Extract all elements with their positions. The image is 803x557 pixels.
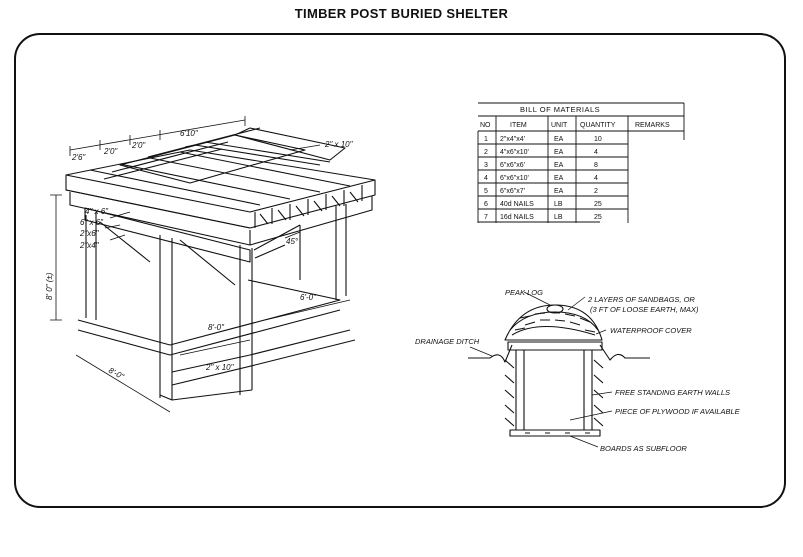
bom-cell-item: 6"x6"x7' [500, 188, 525, 195]
bom-cell-quantity: 25 [594, 201, 602, 208]
bom-row: 2 4"x6"x10' EA 4 [484, 149, 598, 156]
label-subfloor: BOARDS AS SUBFLOOR [600, 444, 687, 453]
drawing-frame [14, 33, 786, 508]
dim-spacing-b: 2'0" [103, 147, 118, 156]
label-plate-b: 2"x4" [79, 241, 100, 250]
bom-cell-item: 16d NAILS [500, 214, 534, 221]
label-post-size: 6" x 6" [80, 218, 104, 227]
label-angle: 45° [286, 237, 299, 246]
bom-cell-unit: EA [554, 175, 564, 182]
bom-cell-unit: LB [554, 214, 563, 221]
bom-row: 6 40d NAILS LB 25 [484, 201, 602, 208]
isometric-frame-drawing [50, 116, 376, 413]
bom-cell-item: 6"x6"x6' [500, 162, 525, 169]
dim-width-a: 6'-0" [300, 293, 317, 302]
bom-cell-no: 1 [484, 136, 488, 143]
dim-spacing-a: 2'6" [71, 153, 86, 162]
bom-cell-quantity: 4 [594, 149, 598, 156]
bom-header-row: NO ITEM UNIT QUANTITY REMARKS [480, 122, 670, 129]
dim-bottom: 2" x 10" [205, 363, 235, 372]
bom-cell-unit: LB [554, 201, 563, 208]
dim-width-b: 8'-0" [208, 323, 225, 332]
bom-col-quantity: QUANTITY [580, 122, 616, 129]
bom-cell-unit: EA [554, 188, 564, 195]
label-sandbags-2: (3 FT OF LOOSE EARTH, MAX) [590, 305, 699, 314]
dim-spacing-c: 2'0" [131, 141, 146, 150]
bom-heading: BILL OF MATERIALS [520, 105, 600, 114]
label-sandbags-1: 2 LAYERS OF SANDBAGS, OR [587, 295, 695, 304]
bom-cell-item: 2"x4"x4' [500, 136, 525, 143]
bom-table-grid [477, 102, 685, 223]
label-waterproof-cover: WATERPROOF COVER [610, 326, 692, 335]
bom-row: 1 2"x4"x4' EA 10 [484, 136, 602, 143]
bom-cell-quantity: 4 [594, 175, 598, 182]
bom-cell-item: 40d NAILS [500, 201, 534, 208]
bom-cell-unit: EA [554, 149, 564, 156]
bom-cell-no: 7 [484, 214, 488, 221]
bom-cell-unit: EA [554, 136, 564, 143]
bom-cell-unit: EA [554, 162, 564, 169]
bom-cell-quantity: 8 [594, 162, 598, 169]
label-drainage-ditch: DRAINAGE DITCH [415, 337, 480, 346]
bom-cell-no: 6 [484, 201, 488, 208]
dim-top-length: 6'10" [180, 129, 199, 138]
bom-cell-item: 4"x6"x10' [500, 149, 529, 156]
bom-row: 7 16d NAILS LB 25 [484, 214, 602, 221]
label-beam: 4" x 6" [85, 207, 109, 216]
cross-section-drawing [468, 291, 650, 448]
bom-cell-no: 3 [484, 162, 488, 169]
bom-cell-no: 5 [484, 188, 488, 195]
dim-height: 8' 0" (±) [45, 272, 54, 300]
label-peak-log: PEAK LOG [505, 288, 543, 297]
label-plywood: PIECE OF PLYWOOD IF AVAILABLE [615, 407, 741, 416]
bom-col-remarks: REMARKS [635, 122, 670, 129]
label-earth-walls: FREE STANDING EARTH WALLS [615, 388, 730, 397]
bom-row: 3 6"x6"x6' EA 8 [484, 162, 598, 169]
bom-cell-quantity: 25 [594, 214, 602, 221]
bom-cell-quantity: 2 [594, 188, 598, 195]
bom-cell-quantity: 10 [594, 136, 602, 143]
bom-cell-no: 4 [484, 175, 488, 182]
bom-col-unit: UNIT [551, 122, 568, 129]
bom-cell-item: 6"x6"x10' [500, 175, 529, 182]
bom-col-no: NO [480, 122, 491, 129]
bom-col-item: ITEM [510, 122, 527, 129]
page-title: TIMBER POST BURIED SHELTER [294, 6, 509, 21]
bom-row: 5 6"x6"x7' EA 2 [484, 188, 598, 195]
label-plate-a: 2"x6" [79, 229, 100, 238]
label-roof-board: 2" x 10" [324, 140, 354, 149]
bom-cell-no: 2 [484, 149, 488, 156]
bom-row: 4 6"x6"x10' EA 4 [484, 175, 598, 182]
